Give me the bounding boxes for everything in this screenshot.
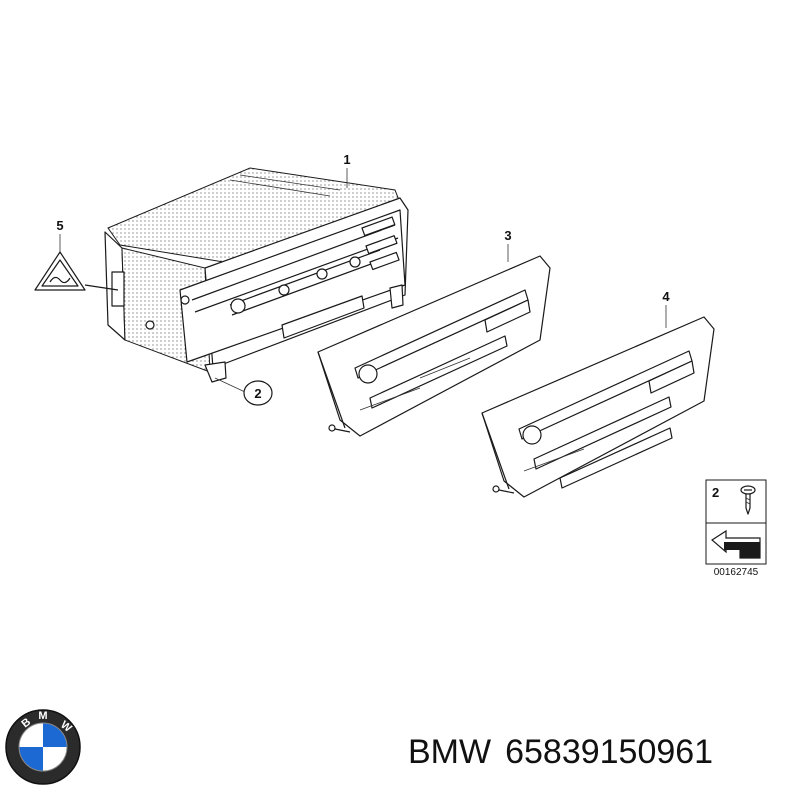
callout-screw: 2 — [254, 386, 261, 401]
reference-code: 00162745 — [714, 567, 759, 578]
part-number: 65839150961 — [505, 733, 714, 771]
legend-box — [705, 479, 767, 565]
panel-a-drawing — [317, 255, 551, 437]
warning-label-icon — [34, 251, 119, 291]
radio-unit-drawing — [104, 167, 409, 383]
bmw-logo-icon: B M W — [5, 709, 81, 785]
legend-item-number: 2 — [712, 485, 719, 500]
panel-b-drawing — [481, 316, 715, 498]
screw-icon — [740, 485, 756, 515]
callout-leaders — [59, 168, 667, 393]
callout-circle — [243, 380, 273, 406]
callout-panel-a: 3 — [504, 228, 511, 243]
callout-radio-unit: 1 — [343, 152, 350, 167]
callout-panel-b: 4 — [662, 289, 670, 304]
part-caption: BMW 65839150961 — [408, 722, 798, 782]
brand-name: BMW — [408, 733, 492, 771]
arrow-icon — [710, 529, 761, 559]
svg-text:M: M — [38, 710, 47, 722]
callout-warning-label: 5 — [56, 218, 63, 233]
